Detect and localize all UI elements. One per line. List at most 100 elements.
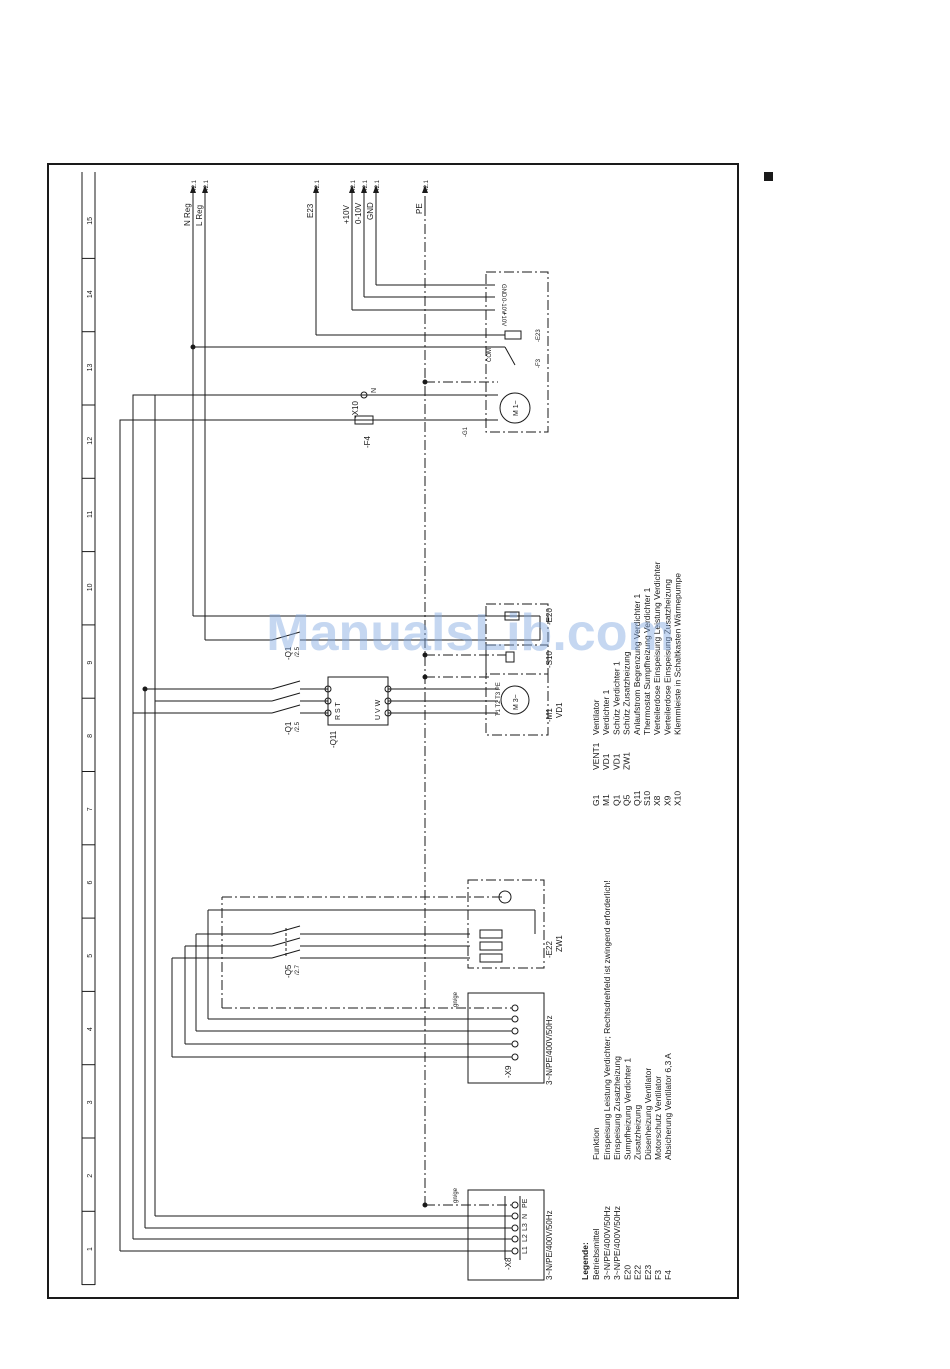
x9-name: -X9	[504, 1065, 513, 1078]
x10-name: -X10	[351, 401, 360, 418]
legend-title: Legende:	[580, 1242, 590, 1280]
legend2-func: Verteilerdose Einspeisung Leistung Verdi…	[652, 561, 662, 735]
column-number: 12	[87, 437, 94, 445]
legend-code: 3~N/PE/400V/50Hz	[602, 1206, 612, 1280]
column-number: 2	[87, 1174, 94, 1178]
output-10v-ref: /2.1	[351, 179, 357, 190]
g1-motor: M 1~	[513, 400, 520, 416]
legend2-func: Schütz Verdichter 1	[611, 661, 621, 735]
output-n-reg: N Reg	[183, 203, 192, 226]
legend-code: 3~N/PE/400V/50Hz	[612, 1206, 622, 1280]
x9-spec: 3~N/PE/400V/50Hz	[545, 1015, 554, 1085]
legend2-func: Verdichter 1	[601, 689, 611, 735]
x8-pin-l1: L1	[522, 1246, 529, 1254]
q1-name-main: -Q1	[284, 721, 293, 735]
f3-name: -F3	[536, 358, 542, 368]
legend-func: Absicherung Ventilator 6,3 A	[663, 1053, 673, 1160]
q11-outputs: U V W	[375, 699, 382, 720]
x10-pin: N	[371, 388, 378, 393]
column-number: 11	[87, 511, 94, 518]
output-l-reg: L Reg	[195, 205, 204, 226]
legend-list-1: 3~N/PE/400V/50Hz Einspeisung Leistung Ver…	[602, 880, 673, 1280]
x8-pin-pe: PE	[522, 1198, 529, 1208]
x8-pin-l3: L3	[522, 1223, 529, 1231]
output-0-10v: 0-10V	[354, 202, 363, 224]
output-pe: PE	[415, 203, 424, 214]
column-number: 5	[87, 954, 94, 958]
m1-sub: VD1	[555, 702, 564, 718]
output-gnd: GND	[366, 202, 375, 220]
legend-func: Sumpfheizung Verdichter 1	[622, 1058, 632, 1160]
m1-name: -M1	[545, 708, 554, 722]
legend-code: E22	[633, 1265, 643, 1280]
legend2-code: S10	[642, 791, 652, 806]
legend-code: F3	[653, 1270, 663, 1280]
q5-ref: /2.7	[295, 964, 301, 975]
e20-name: -E20	[545, 608, 554, 625]
output-pe-ref: /2.1	[424, 179, 430, 190]
column-ticks	[82, 257, 95, 1286]
legend2-func: Schütz Zusatzheizung	[622, 651, 632, 735]
column-number: 10	[87, 583, 94, 591]
column-number: 1	[87, 1247, 94, 1251]
f3-com: COM	[487, 348, 493, 362]
s10-name: -S10	[545, 651, 554, 668]
q11-name: -Q11	[329, 730, 338, 748]
output-10v: +10V	[342, 204, 351, 224]
q1-ref-aux: /2.5	[295, 646, 301, 657]
legend2-a: VENT1	[591, 742, 601, 770]
output-gnd-ref: /2.1	[375, 179, 381, 190]
legend-func: Motorschutz Ventilator	[653, 1076, 663, 1160]
legend2-code: X9	[662, 795, 672, 806]
x8-spec: 3~N/PE/400V/50Hz	[545, 1210, 554, 1280]
q5-name: -Q5	[284, 964, 293, 978]
legend2-func: Thermostat Sumpfheizung Verdichter 1	[642, 587, 652, 735]
legend-func: Einspeisung Zusatzheizung	[612, 1056, 622, 1160]
sig-10v: +10V	[500, 312, 506, 326]
column-number: 14	[87, 290, 94, 298]
e22-name: -E22	[545, 941, 554, 958]
column-number: 15	[87, 217, 94, 225]
watermark-text: ManualsLib.com	[266, 604, 673, 662]
legend-code: E23	[643, 1265, 653, 1280]
legend2-code: X10	[673, 791, 683, 806]
legend2-a: VD1	[611, 753, 621, 770]
legend2-a: ZW1	[622, 752, 632, 770]
e23-name: -E23	[536, 329, 542, 342]
drawing-frame	[47, 163, 739, 1299]
legend2-code: M1	[601, 794, 611, 806]
f4-name: -F4	[363, 435, 372, 448]
sig-0-10v: 0-10V	[500, 298, 506, 314]
e22-sub: ZW1	[555, 935, 564, 952]
legend2-func: Anlaufstrom Begrenzung Verdichter 1	[632, 593, 642, 735]
column-number: 4	[87, 1027, 94, 1031]
column-number: 13	[87, 364, 94, 372]
column-number: 9	[87, 661, 94, 665]
column-number: 3	[87, 1100, 94, 1104]
legend-func: Einspeisung Leistung Verdichter; Rechtsd…	[602, 880, 612, 1160]
sig-gnd: GND	[500, 284, 506, 298]
output-n-reg-ref: /2.1	[192, 179, 198, 190]
x9-wire: gn/ge	[453, 991, 459, 1007]
column-number: 6	[87, 881, 94, 885]
output-e23: E23	[306, 203, 315, 218]
legend-code: E20	[622, 1265, 632, 1280]
legend2-func: Ventilator	[591, 699, 601, 735]
legend2-func: Verteilerdose Einspeisung Zusatzheizung	[662, 579, 672, 735]
m1-motor: M 3~	[513, 694, 520, 710]
output-l-reg-ref: /2.1	[204, 179, 210, 190]
legend-code: F4	[663, 1270, 673, 1280]
x8-wire: gn/ge	[453, 1187, 459, 1203]
output-e23-ref: /2.1	[315, 179, 321, 190]
legend2-a: VD1	[601, 753, 611, 770]
g1-name: -G1	[463, 426, 469, 437]
x8-pin-n: N	[522, 1214, 529, 1219]
legend2-code: Q1	[611, 794, 621, 806]
q1-name-aux: -Q1	[284, 646, 293, 660]
legend-func: Zusatzheizung	[633, 1104, 643, 1160]
output-0-10v-ref: /2.1	[363, 179, 369, 190]
legend-func: Düsenheizung Ventilator	[643, 1068, 653, 1160]
q1-ref-main: /2.5	[295, 721, 301, 732]
